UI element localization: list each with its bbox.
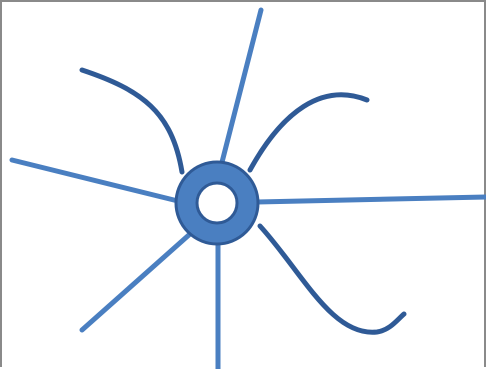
spoke-down-left (82, 234, 190, 330)
curve-lower-right (260, 226, 404, 332)
spoke-right (257, 197, 486, 202)
spoke-left (12, 160, 182, 202)
curve-upper-right (250, 95, 367, 170)
curve-upper-left (82, 70, 182, 172)
spoke-up-right (220, 10, 261, 170)
hub-hole (197, 183, 237, 223)
